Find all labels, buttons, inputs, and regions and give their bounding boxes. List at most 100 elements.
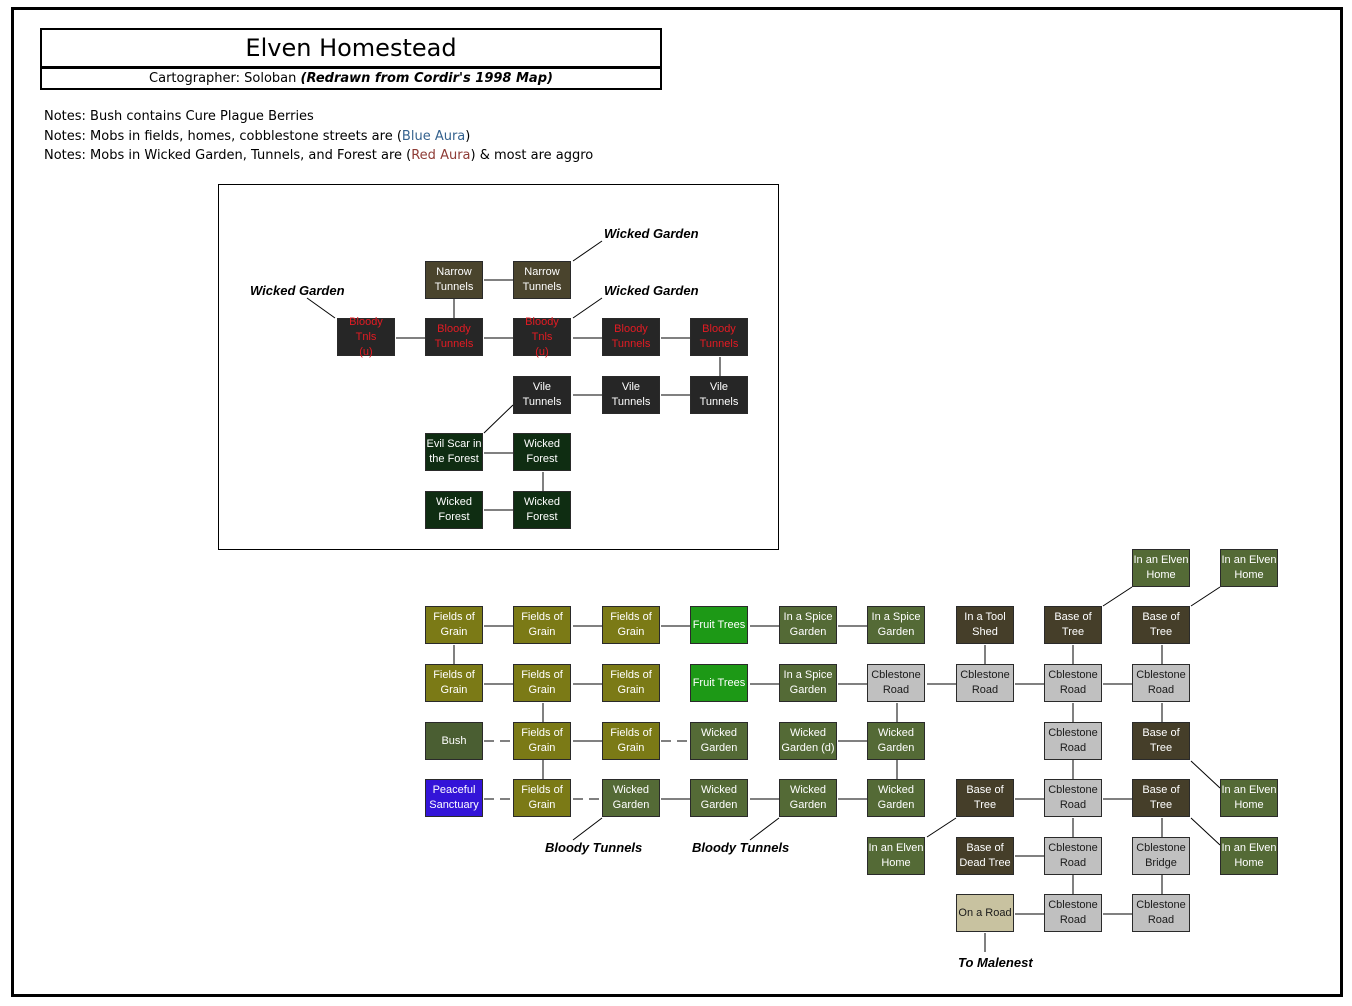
room-label-line1: Vile	[532, 381, 552, 393]
room-label-line1: In an Elven	[1221, 842, 1277, 854]
room-label-line1: Fields of	[521, 727, 563, 739]
blue-aura-text: Blue Aura	[401, 129, 466, 144]
room-label-line1: Fruit Trees	[692, 676, 746, 689]
room-fruit-trees[interactable]: Fruit Trees	[690, 606, 748, 644]
room-label-line2: Forest	[438, 511, 470, 523]
room-label-line1: Wicked	[877, 784, 915, 796]
room-label-line1: Cblestone	[1136, 669, 1186, 681]
room-label-line2: Garden	[789, 626, 827, 638]
room-bloody-tunnels[interactable]: Bloody Tnls(u)	[337, 316, 395, 358]
room-label-line1: Cblestone	[1136, 842, 1186, 854]
room-label-line2: Road	[1059, 914, 1087, 926]
room-label-line2: (u)	[535, 345, 549, 358]
room-label-line1: Vile	[621, 381, 641, 393]
room-label-line1: Wicked	[523, 496, 561, 508]
room-label-line2: Tree	[1149, 799, 1173, 811]
room-label-line2: Grain	[528, 799, 556, 811]
room-label-line2: Garden	[700, 799, 738, 811]
room-label-line1: Bush	[441, 734, 467, 747]
room-on-a-road[interactable]: On a Road	[956, 894, 1014, 932]
room-label-line1: Fields of	[521, 611, 563, 623]
room-fruit-trees[interactable]: Fruit Trees	[690, 664, 748, 702]
room-label: Fruit Trees	[693, 676, 746, 691]
room-bloody-tunnels[interactable]: Bloody Tnls(u)	[513, 316, 571, 358]
room-bush[interactable]: Bush	[425, 722, 483, 760]
room-label-line1: Narrow	[436, 266, 472, 278]
room-label-line2: Road	[1059, 742, 1087, 754]
room-label-line1: Base of	[1142, 727, 1180, 739]
room-label-line2: Tunnels	[611, 396, 651, 408]
note-red-post: ) & most are aggro	[470, 148, 594, 163]
